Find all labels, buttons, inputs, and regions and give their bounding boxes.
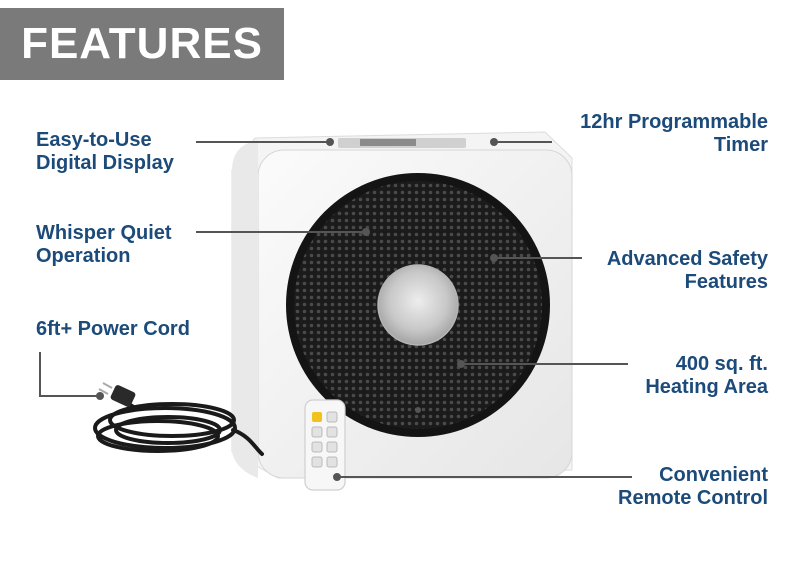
callout-safety: Advanced Safety Features	[607, 248, 768, 294]
callout-remote-line1: Convenient	[659, 464, 768, 486]
callout-heating-area-line2: Heating Area	[645, 376, 768, 398]
callout-timer-line2: Timer	[713, 134, 768, 156]
callout-digital-display: Easy-to-Use Digital Display	[36, 129, 174, 175]
callout-timer-line1: 12hr Programmable	[580, 111, 768, 133]
plug-icon	[110, 385, 136, 407]
callout-heating-area: 400 sq. ft. Heating Area	[645, 353, 768, 399]
front-grille	[286, 173, 550, 437]
callout-remote-line2: Remote Control	[618, 487, 768, 509]
remote-control	[304, 399, 346, 491]
callout-safety-line2: Features	[684, 271, 768, 293]
remote-power-button	[312, 412, 322, 422]
features-banner: FEATURES	[0, 8, 284, 80]
callout-heating-area-line1: 400 sq. ft.	[675, 353, 768, 375]
callout-whisper-quiet-line2: Operation	[36, 245, 131, 267]
callout-digital-display-line2: Digital Display	[36, 152, 174, 174]
leader-lines	[39, 138, 632, 481]
banner-title: FEATURES	[21, 19, 263, 68]
callout-remote: Convenient Remote Control	[618, 464, 768, 510]
callout-power-cord: 6ft+ Power Cord	[36, 318, 190, 341]
callout-whisper-quiet-line1: Whisper Quiet	[36, 222, 172, 244]
callout-timer: 12hr Programmable Timer	[580, 111, 768, 157]
callout-power-cord-line1: 6ft+ Power Cord	[36, 318, 190, 340]
center-knob	[377, 264, 459, 346]
callout-digital-display-line1: Easy-to-Use	[36, 129, 152, 151]
callout-safety-line1: Advanced Safety	[606, 248, 768, 270]
callout-whisper-quiet: Whisper Quiet Operation	[36, 222, 172, 268]
